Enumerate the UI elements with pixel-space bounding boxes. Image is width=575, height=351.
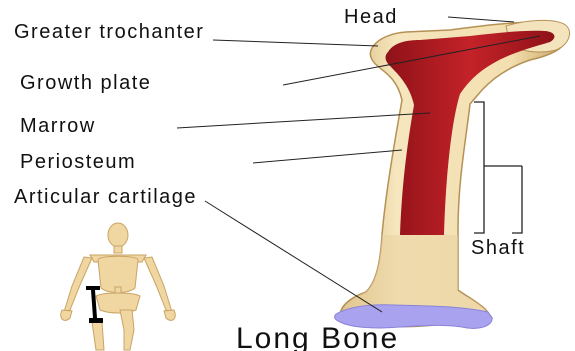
label-periosteum: Periosteum <box>20 152 136 172</box>
leader-head <box>448 17 514 22</box>
diagram-caption: Long Bone <box>236 324 399 351</box>
skeleton-left-arm <box>64 257 92 312</box>
shaft-bracket <box>474 102 522 233</box>
skeleton-pelvis <box>96 293 140 313</box>
label-head: Head <box>344 7 398 27</box>
skeleton-right-leg <box>120 310 134 350</box>
leader-articular-cartilage <box>205 201 382 312</box>
skeleton-right-arm <box>144 257 172 312</box>
marrow-cavity <box>386 31 555 235</box>
label-greater-trochanter: Greater trochanter <box>14 22 204 42</box>
skeleton-neck <box>114 246 122 253</box>
label-marrow: Marrow <box>20 116 96 136</box>
label-growth-plate: Growth plate <box>20 73 151 93</box>
skeleton-left-hand <box>61 310 72 320</box>
leader-marrow <box>177 113 430 128</box>
leader-periosteum <box>253 150 402 163</box>
leader-greater-trochanter <box>213 40 378 46</box>
skeleton-right-hand <box>164 310 175 320</box>
skeleton-figure <box>61 223 176 350</box>
label-shaft: Shaft <box>471 238 525 258</box>
skeleton-left-leg-lower <box>92 322 104 350</box>
label-articular-cartilage: Articular cartilage <box>14 187 197 207</box>
skeleton-skull <box>108 223 128 247</box>
